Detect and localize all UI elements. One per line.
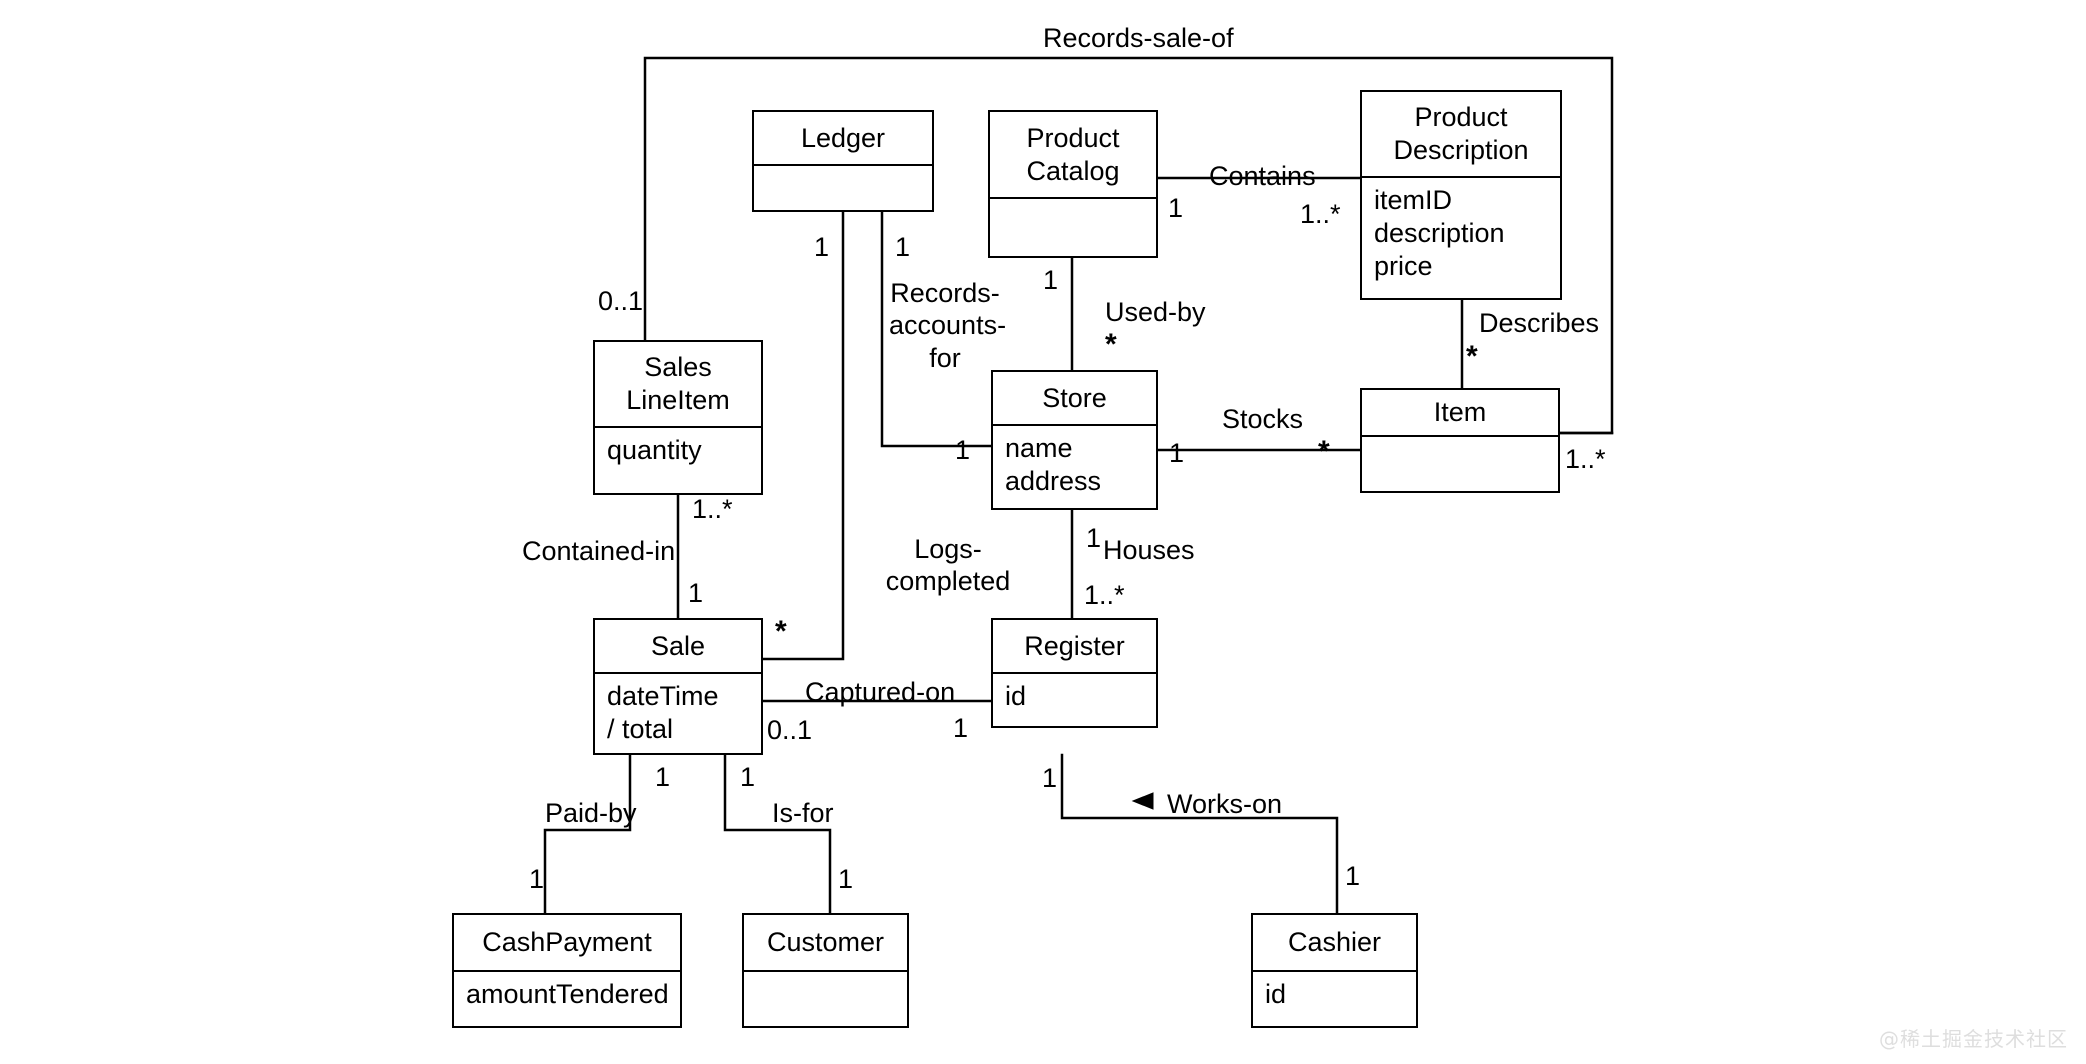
- class-attrs-cash-payment: amountTendered: [454, 970, 680, 1026]
- assoc-label-describes: Describes: [1479, 308, 1600, 338]
- class-attrs-sales-lineitem: quantity: [595, 426, 761, 493]
- class-name-product-catalog: Product Catalog: [1026, 122, 1120, 186]
- class-name-store: Store: [1042, 382, 1107, 413]
- class-name-item: Item: [1433, 397, 1487, 428]
- mult-sale-is-for: 1: [740, 762, 756, 792]
- mult-sale-contained-in: 1: [688, 578, 704, 608]
- connector-is-for: [723, 753, 832, 915]
- mult-ledger-right: 1: [895, 232, 911, 262]
- class-attrs-store: name address: [993, 424, 1156, 508]
- assoc-label-works-on: Works-on: [1167, 789, 1283, 819]
- mult-item-records-sale-of: 1..*: [1565, 444, 1606, 474]
- class-box-item[interactable]: Item: [1360, 388, 1560, 493]
- mult-lineitem-contained-in: 1..*: [692, 494, 733, 524]
- class-box-product-catalog[interactable]: Product Catalog: [988, 110, 1158, 258]
- class-name-sale: Sale: [650, 630, 706, 661]
- connector-records-accounts-for: [880, 210, 993, 448]
- mult-cashpayment-paid-by: 1: [529, 864, 545, 894]
- assoc-label-logs-completed: Logs- completed: [885, 534, 1011, 597]
- class-attrs-cashier: id: [1253, 970, 1416, 1026]
- assoc-label-houses: Houses: [1103, 535, 1195, 565]
- class-attrs-product-catalog: [990, 197, 1156, 256]
- works-on-arrowhead: [1131, 792, 1154, 810]
- mult-catalog-used-by: 1: [1043, 265, 1059, 295]
- connector-logs-completed: [761, 210, 845, 661]
- class-attrs-item: [1362, 435, 1558, 491]
- class-attrs-product-description: itemID description price: [1362, 176, 1560, 298]
- mult-sale-captured-on: 0..1: [767, 715, 813, 745]
- mult-sale-logs-completed: *: [775, 615, 787, 648]
- class-name-cash-payment: CashPayment: [482, 927, 652, 958]
- class-name-customer: Customer: [766, 927, 885, 958]
- class-name-sales-lineitem: Sales LineItem: [626, 352, 730, 415]
- class-box-store[interactable]: Store name address: [991, 370, 1158, 510]
- assoc-label-contains: Contains: [1209, 161, 1316, 191]
- mult-item-stocks: *: [1318, 435, 1330, 468]
- mult-ledger-left: 1: [814, 232, 830, 262]
- class-name-cashier: Cashier: [1287, 927, 1382, 958]
- assoc-label-records-sale-of: Records-sale-of: [1043, 23, 1234, 53]
- mult-sale-paid-by: 1: [655, 762, 671, 792]
- class-box-cashier[interactable]: Cashier id: [1251, 913, 1418, 1028]
- mult-sale-records-sale-of: 0..1: [598, 286, 644, 316]
- class-attrs-register: id: [993, 672, 1156, 726]
- assoc-label-used-by: Used-by: [1105, 297, 1206, 327]
- mult-register-houses: 1..*: [1084, 580, 1125, 610]
- class-name-product-description: Product Description: [1393, 102, 1529, 165]
- assoc-label-captured-on: Captured-on: [805, 677, 956, 707]
- class-attrs-ledger: [754, 164, 932, 210]
- mult-description-contains: 1..*: [1300, 199, 1341, 229]
- assoc-label-stocks: Stocks: [1222, 404, 1304, 434]
- class-box-customer[interactable]: Customer: [742, 913, 909, 1028]
- class-box-register[interactable]: Register id: [991, 618, 1158, 728]
- mult-store-stocks: 1: [1169, 438, 1185, 468]
- mult-register-captured-on: 1: [953, 713, 969, 743]
- connector-paid-by: [543, 753, 632, 915]
- mult-customer-is-for: 1: [838, 864, 854, 894]
- mult-store-used-by: *: [1105, 328, 1117, 361]
- site-watermark: @稀土掘金技术社区: [1879, 1027, 2068, 1051]
- class-box-sale[interactable]: Sale dateTime / total: [593, 618, 763, 755]
- mult-store-accounts-for: 1: [955, 435, 971, 465]
- mult-catalog-contains: 1: [1168, 193, 1184, 223]
- class-attrs-customer: [744, 970, 907, 1026]
- mult-register-works-on: 1: [1042, 763, 1058, 793]
- mult-cashier-works-on: 1: [1345, 861, 1361, 891]
- assoc-label-records-accounts-for: Records- accounts- for: [889, 278, 1007, 373]
- mult-description-describes: *: [1466, 340, 1478, 373]
- class-box-cash-payment[interactable]: CashPayment amountTendered: [452, 913, 682, 1028]
- assoc-label-paid-by: Paid-by: [545, 798, 637, 828]
- connector-works-on: [1060, 753, 1339, 915]
- class-box-product-description[interactable]: Product Description itemID description p…: [1360, 90, 1562, 300]
- class-box-sales-lineitem[interactable]: Sales LineItem quantity: [593, 340, 763, 495]
- class-attrs-sale: dateTime / total: [595, 672, 761, 753]
- assoc-label-contained-in: Contained-in: [522, 536, 676, 566]
- mult-store-houses: 1: [1086, 523, 1102, 553]
- class-name-register: Register: [1024, 630, 1125, 661]
- class-name-ledger: Ledger: [800, 122, 886, 153]
- class-box-ledger[interactable]: Ledger: [752, 110, 934, 212]
- assoc-label-is-for: Is-for: [772, 798, 834, 828]
